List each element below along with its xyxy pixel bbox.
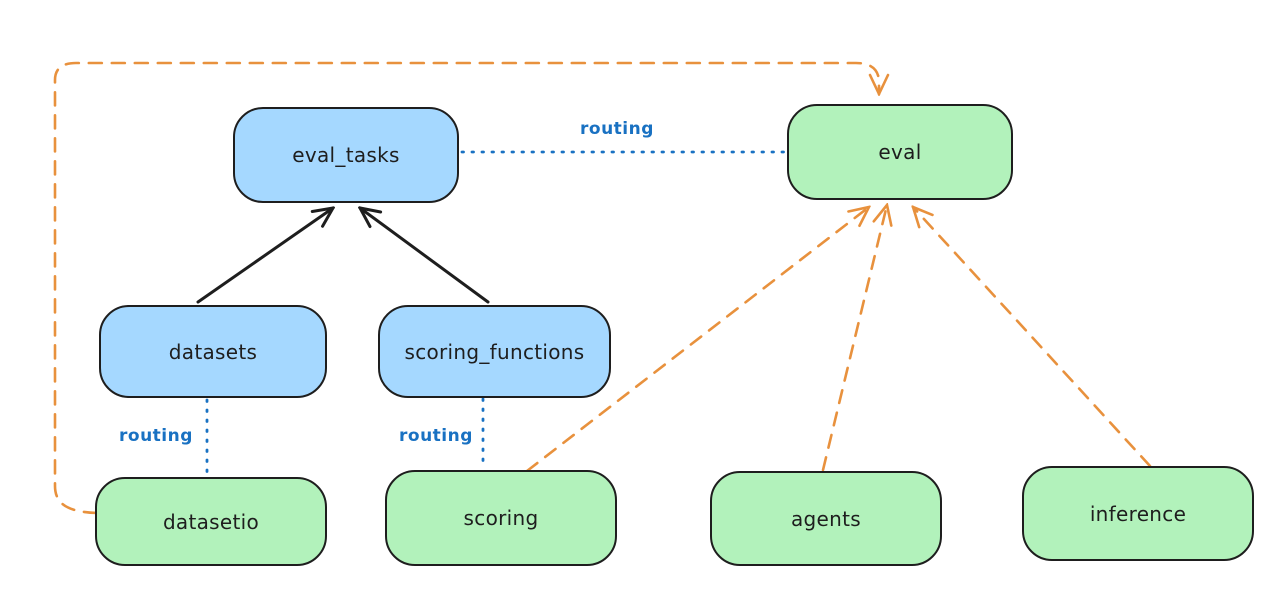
node-scoring: scoring <box>385 470 617 566</box>
node-label: eval_tasks <box>292 143 400 167</box>
edge-datasets-to-eval-tasks <box>196 208 333 304</box>
edge-scoring-functions-to-eval-tasks <box>360 208 490 304</box>
node-inference: inference <box>1022 466 1254 561</box>
edge-label-routing-scoring-functions-scoring: routing <box>399 426 473 446</box>
node-agents: agents <box>710 471 942 566</box>
node-label: inference <box>1089 501 1187 526</box>
node-scoring-functions: scoring_functions <box>378 305 611 398</box>
node-label: agents <box>791 506 861 531</box>
edge-inference-to-eval <box>913 207 1152 468</box>
node-eval-tasks: eval_tasks <box>233 107 459 203</box>
node-eval: eval <box>787 104 1013 200</box>
edge-agents-to-eval <box>821 205 887 472</box>
node-datasetio: datasetio <box>95 477 327 566</box>
edge-label-routing-datasets-datasetio: routing <box>119 426 193 446</box>
node-label: datasetio <box>162 509 260 534</box>
node-datasets: datasets <box>99 305 327 398</box>
node-label: eval <box>878 140 922 164</box>
node-label: datasets <box>168 339 258 364</box>
node-label: scoring_functions <box>404 339 585 364</box>
node-label: scoring <box>463 506 539 530</box>
edge-label-routing-eval-tasks-eval: routing <box>580 119 654 139</box>
